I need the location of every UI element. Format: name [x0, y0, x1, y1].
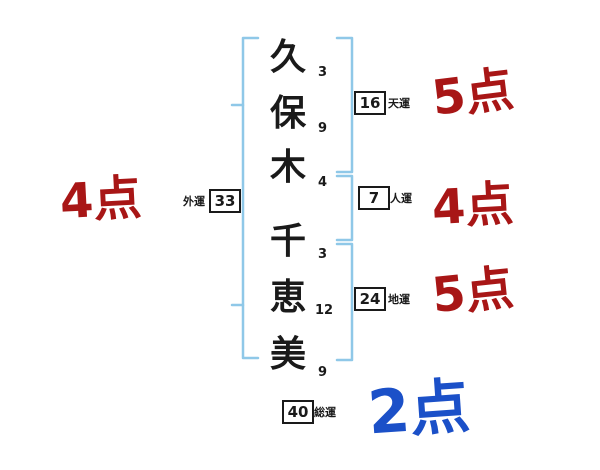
stroke-count-2: 9: [318, 121, 328, 136]
tenun-value-box: 16: [354, 91, 386, 115]
stroke-count-6: 9: [318, 365, 328, 380]
jinun-value-box: 7: [358, 186, 390, 210]
stroke-count-4: 3: [318, 247, 328, 262]
full-name-bracket: [241, 36, 260, 360]
gaiun-value-box: 33: [209, 189, 241, 213]
chiun-label: 地運: [388, 293, 410, 306]
name-char-6: 美: [269, 334, 306, 375]
stroke-count-5: 12: [315, 303, 334, 318]
person-bracket: [335, 174, 354, 242]
souun-value-box: 40: [282, 400, 314, 424]
name-char-4: 千: [269, 221, 306, 262]
given-name-bracket: [335, 242, 354, 362]
gaiun-score: 4点: [58, 169, 143, 231]
name-char-5: 恵: [269, 277, 306, 318]
stroke-count-1: 3: [318, 65, 328, 80]
jinun-label: 人運: [390, 192, 412, 205]
souun-label: 総運: [314, 406, 336, 419]
tenun-score: 5点: [428, 61, 517, 127]
gaiun-label: 外運: [183, 195, 205, 208]
chiun-value-box: 24: [354, 287, 386, 311]
jinun-score: 4点: [430, 175, 515, 237]
tenun-label: 天運: [388, 97, 410, 110]
name-char-3: 木: [269, 147, 306, 188]
souun-score: 2点: [365, 371, 473, 449]
name-char-2: 保: [269, 93, 306, 134]
stroke-count-3: 4: [318, 175, 328, 190]
surname-bracket: [335, 36, 354, 174]
name-char-1: 久: [269, 37, 306, 78]
chiun-score: 5点: [429, 259, 517, 325]
